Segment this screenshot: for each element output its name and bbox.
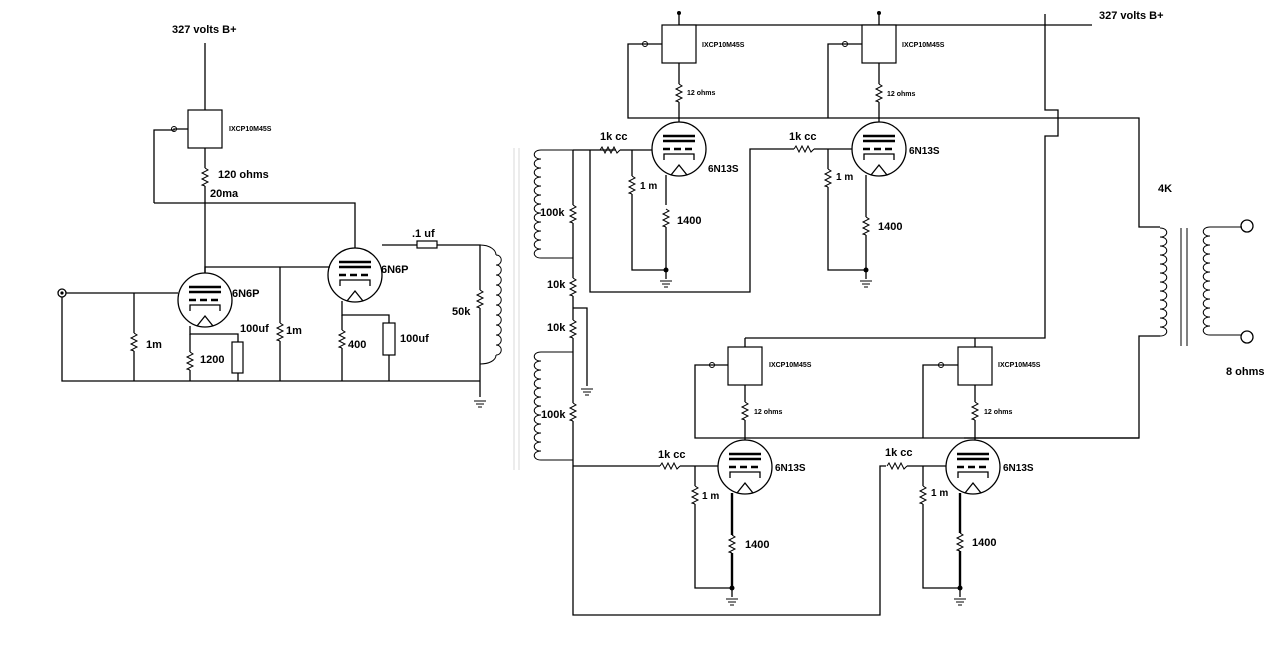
tube-6n13s-label: 6N13S — [775, 463, 806, 474]
tube-6n6p-2 — [326, 246, 384, 304]
transformer-4k-label: 4K — [1158, 183, 1172, 195]
labels: 327 volts B+ 327 volts B+ IXCP10M45S IXC… — [146, 10, 1265, 551]
resistor-1m-label: 1 m — [702, 491, 719, 502]
cap-100uf-label: 100uf — [400, 333, 429, 345]
resistor-1kcc-label: 1k cc — [600, 131, 628, 143]
current-20ma-label: 20ma — [210, 188, 239, 200]
resistor-120-label: 120 ohms — [218, 169, 269, 181]
cap-01uf-label: .1 uf — [412, 228, 435, 240]
b-plus-label-left: 327 volts B+ — [172, 24, 237, 36]
tube-6n6p-label: 6N6P — [232, 288, 260, 300]
phase-splitter — [513, 148, 886, 616]
resistor-1400-label: 1400 — [745, 539, 769, 551]
regulator-label: IXCP10M45S — [769, 362, 812, 369]
output-tube-group-2 — [793, 11, 908, 288]
output-terminal-2 — [1240, 330, 1254, 344]
resistor-1m-label: 1m — [286, 325, 302, 337]
regulator-label: IXCP10M45S — [902, 42, 945, 49]
tube-6n13s-label: 6N13S — [708, 164, 739, 175]
tube-6n13s-2 — [850, 120, 908, 178]
resistor-100k-label: 100k — [540, 207, 565, 219]
resistor-12-label: 12 ohms — [984, 409, 1013, 416]
output-tube-group-1 — [589, 11, 1092, 293]
resistor-1m-label: 1m — [146, 339, 162, 351]
output-transformer — [745, 14, 1254, 439]
regulator-label: IXCP10M45S — [998, 362, 1041, 369]
resistor-1m-label: 1 m — [931, 488, 948, 499]
tube-6n13s-label: 6N13S — [1003, 463, 1034, 474]
resistor-1m-label: 1 m — [640, 181, 657, 192]
resistor-1400-label: 1400 — [677, 215, 701, 227]
b-plus-label-right: 327 volts B+ — [1099, 10, 1164, 22]
tube-6n13s-1 — [650, 120, 708, 178]
resistor-10k-label: 10k — [547, 322, 566, 334]
resistor-1kcc-label: 1k cc — [789, 131, 817, 143]
resistor-1m-label: 1 m — [836, 172, 853, 183]
tube-6n6p-label: 6N6P — [381, 264, 409, 276]
regulator-label: IXCP10M45S — [229, 126, 272, 133]
output-tube-group-3 — [659, 338, 1139, 606]
resistor-1400-label: 1400 — [878, 221, 902, 233]
tube-6n13s-4 — [944, 438, 1002, 496]
output-terminal-1 — [1240, 219, 1254, 233]
resistor-100k-label: 100k — [541, 409, 566, 421]
resistor-1200-label: 1200 — [200, 354, 224, 366]
regulator-ixcp-left — [187, 109, 223, 149]
resistor-1kcc-label: 1k cc — [885, 447, 913, 459]
tube-6n13s-label: 6N13S — [909, 146, 940, 157]
resistor-1400-label: 1400 — [972, 537, 996, 549]
resistor-10k-label: 10k — [547, 279, 566, 291]
driver-stage — [57, 43, 502, 408]
output-tube-group-4 — [886, 338, 1002, 606]
cap-100uf-label: 100uf — [240, 323, 269, 335]
tube-6n6p-1 — [176, 271, 234, 329]
regulator-label: IXCP10M45S — [702, 42, 745, 49]
resistor-12-label: 12 ohms — [687, 90, 716, 97]
resistor-12-label: 12 ohms — [754, 409, 783, 416]
resistor-12-label: 12 ohms — [887, 91, 916, 98]
resistor-50k-label: 50k — [452, 306, 471, 318]
resistor-400-label: 400 — [348, 339, 366, 351]
resistor-1kcc-label: 1k cc — [658, 449, 686, 461]
output-8ohms-label: 8 ohms — [1226, 366, 1265, 378]
tube-6n13s-3 — [716, 438, 774, 496]
